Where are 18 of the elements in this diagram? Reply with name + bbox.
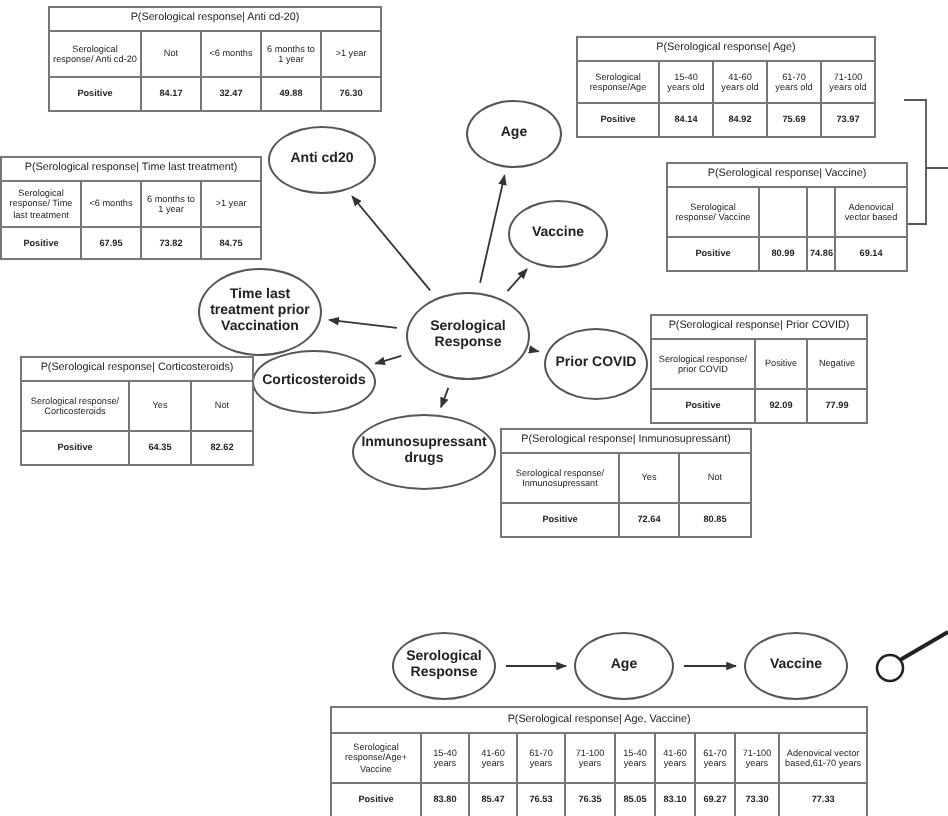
arrow <box>505 661 568 671</box>
ellipse-node <box>744 632 848 700</box>
arrow <box>374 355 403 366</box>
arrow <box>328 316 398 329</box>
arrow <box>440 386 450 409</box>
ellipse-node <box>508 200 608 268</box>
ellipse-node <box>574 632 674 700</box>
arrow <box>528 345 540 354</box>
arrow <box>506 268 528 293</box>
ellipse-node <box>268 126 376 194</box>
ellipse-node <box>466 100 562 168</box>
arrow <box>479 174 507 284</box>
arrow <box>351 195 432 292</box>
ellipse-node <box>392 632 496 700</box>
ellipse-node <box>252 350 376 414</box>
ellipse-node <box>352 414 496 490</box>
arrow <box>683 661 738 671</box>
ellipse-node <box>544 328 648 400</box>
